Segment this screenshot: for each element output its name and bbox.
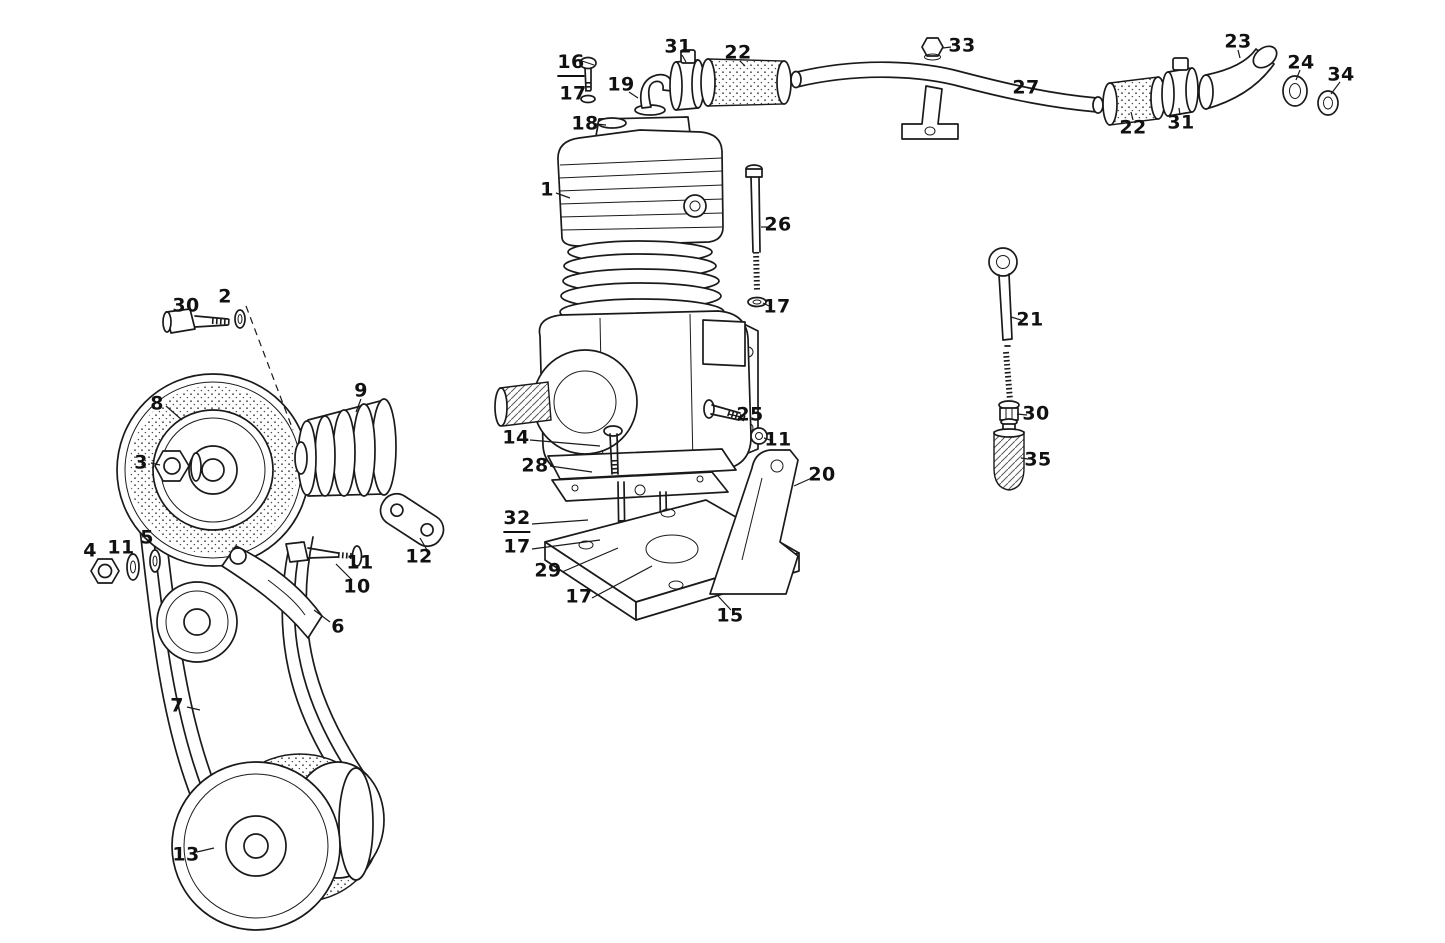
filter-hose-22-right	[1102, 76, 1166, 126]
seal-ring-34	[1317, 90, 1339, 116]
filter-hose-22-left	[700, 58, 792, 107]
crankshaft-pulley-13	[171, 753, 385, 931]
bolt-30-washer-2	[162, 305, 294, 431]
cover-plate-12	[379, 492, 445, 548]
tie-rod-21	[988, 247, 1018, 401]
bolt-10-washer-11	[285, 541, 363, 567]
bolt-14	[603, 425, 623, 478]
nut-3	[154, 450, 202, 482]
nut-33	[921, 37, 944, 61]
breather-elbow-19	[634, 73, 674, 116]
leader-lines	[150, 46, 1341, 853]
washer-24	[1282, 75, 1308, 107]
nut-30-right	[998, 400, 1020, 426]
bolt-26-washer-17	[745, 164, 767, 308]
drive-pulley-8	[116, 373, 310, 567]
hose-clamp-31-right	[1161, 57, 1199, 117]
pulley-stack-9	[294, 398, 397, 497]
elbow-23	[1198, 45, 1278, 110]
gasket-28	[551, 471, 729, 502]
support-bracket-20	[709, 449, 799, 595]
tensioner-bracket-6	[156, 545, 323, 663]
hose-clamp-31-left	[669, 49, 705, 111]
crankcase-body	[494, 310, 759, 480]
fasteners-4-11-5	[90, 549, 161, 584]
valve-35	[993, 423, 1025, 491]
air-pipe-27	[790, 61, 1104, 140]
bolt-16-washer-17	[579, 56, 597, 104]
cylinder-head-1	[557, 116, 724, 247]
